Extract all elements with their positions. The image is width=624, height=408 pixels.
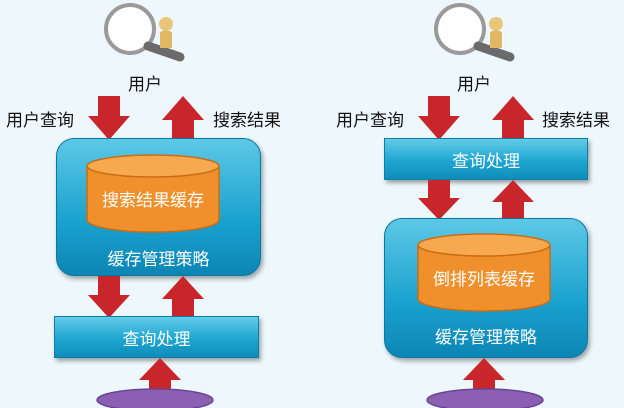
user-search-icon [434, 3, 515, 62]
left-database-icon [96, 388, 214, 408]
right-process-box: 查询处理 [384, 138, 588, 180]
right-results-label: 搜索结果 [542, 111, 610, 131]
right-mid-down-arrow-icon [418, 180, 460, 220]
right-user-label: 用户 [457, 75, 491, 95]
left-cache-store-label: 搜索结果缓存 [102, 191, 204, 211]
right-cache-policy-label: 缓存管理策略 [435, 328, 537, 348]
right-database-icon [426, 388, 544, 408]
left-mid-up-arrow-icon [162, 276, 204, 318]
left-cache-policy-label: 缓存管理策略 [107, 250, 210, 270]
right-mid-up-arrow-icon [492, 180, 534, 220]
user-search-icon [104, 3, 185, 62]
right-process-label: 查询处理 [452, 151, 520, 172]
left-query-down-arrow-icon [88, 96, 130, 140]
right-cache-store-cylinder [417, 233, 551, 312]
left-process-box: 查询处理 [54, 316, 259, 358]
left-results-label: 搜索结果 [213, 111, 281, 131]
right-query-label: 用户查询 [336, 111, 404, 131]
left-query-label: 用户查询 [6, 111, 74, 131]
left-mid-down-arrow-icon [88, 276, 130, 318]
right-cache-store-label: 倒排列表缓存 [433, 270, 535, 290]
right-results-up-arrow-icon [492, 96, 534, 140]
left-user-label: 用户 [128, 75, 162, 95]
left-results-up-arrow-icon [162, 96, 204, 140]
left-cache-store-cylinder [86, 154, 220, 233]
left-process-label: 查询处理 [122, 329, 191, 350]
right-query-down-arrow-icon [418, 96, 460, 140]
